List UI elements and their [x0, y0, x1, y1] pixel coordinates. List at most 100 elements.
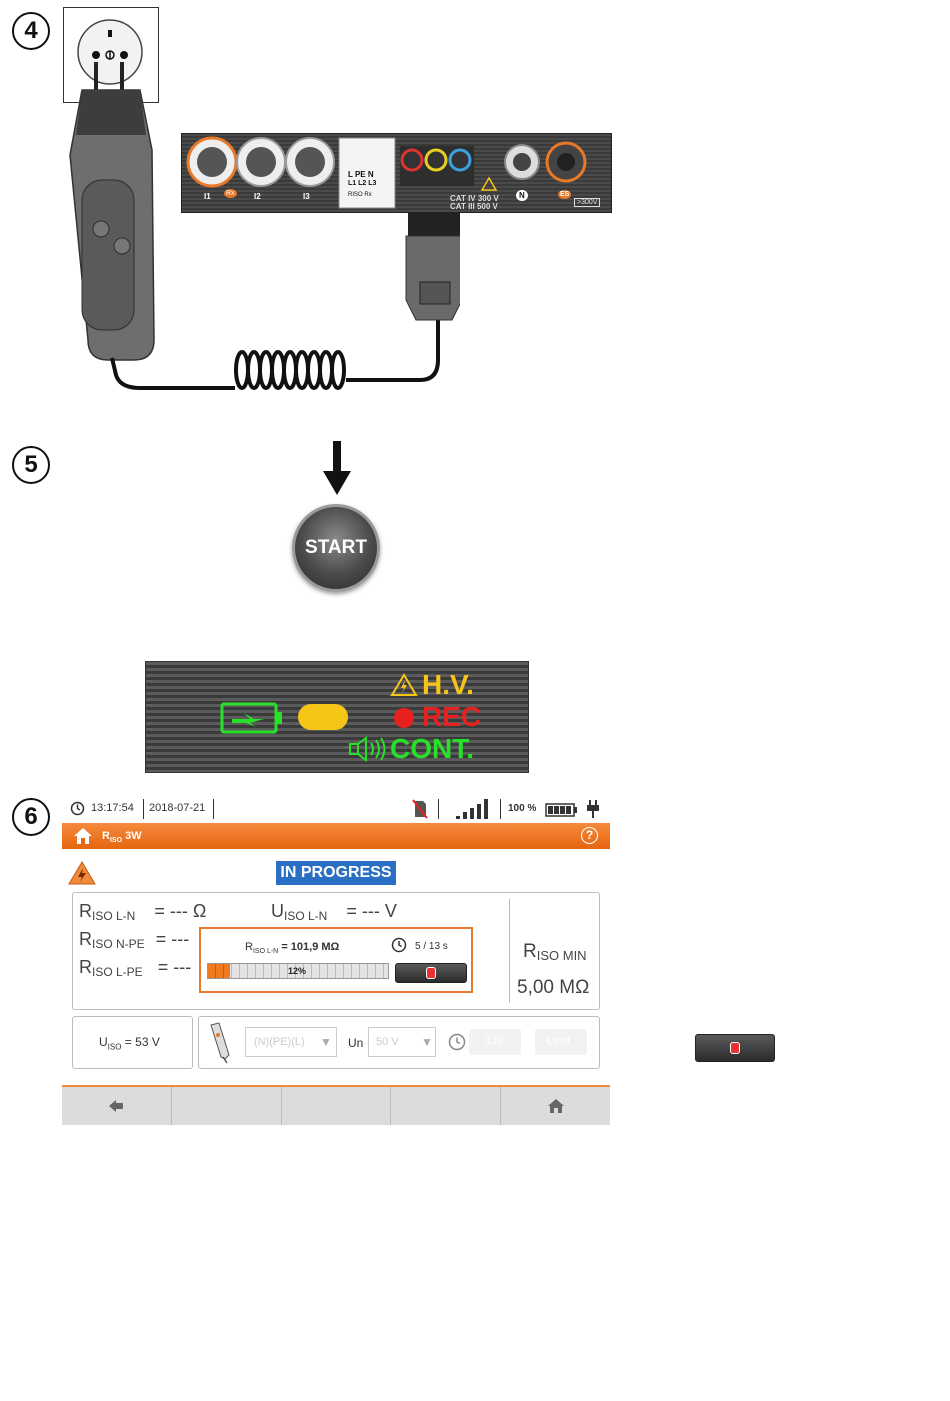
stop-hand-icon — [730, 1042, 740, 1054]
speaker-icon — [349, 736, 386, 762]
status-date: 2018-07-21 — [149, 802, 206, 814]
u-iso-ln-value: = --- V — [346, 901, 397, 921]
settings-box: (N)(PE)(L) ▼ Un 50 V ▼ 13s Limit — [198, 1016, 600, 1069]
hv-indicator-label: H.V. — [422, 669, 474, 700]
instrument-ports — [186, 136, 587, 209]
u-iso-ln-sub: ISO L-N — [284, 909, 328, 923]
conductor-select[interactable]: (N)(PE)(L) ▼ — [245, 1027, 337, 1057]
cat-rating-2: CAT III 500 V — [450, 202, 498, 211]
r-iso-lpe-value: = --- — [157, 957, 192, 977]
port-label-rx: Rx — [224, 189, 237, 198]
r-iso-ln-label: R — [79, 901, 92, 921]
r-iso-npe-label: R — [79, 929, 92, 949]
bottom-nav-bar — [62, 1085, 610, 1125]
rec-led — [394, 708, 414, 728]
r-iso-npe-readout: RISO N-PE = --- — [79, 929, 189, 951]
uiso-sub: ISO — [107, 1042, 122, 1052]
battery-charging-icon — [220, 702, 282, 734]
warning-triangle-icon — [390, 673, 418, 696]
indicator-panel: H.V. REC CONT. — [145, 661, 529, 773]
home-icon — [547, 1099, 564, 1113]
screen-title-main: R — [102, 830, 110, 842]
port-label-i3: I3 — [303, 192, 310, 201]
high-voltage-warning-icon — [68, 861, 96, 885]
uiso-value: = 53 V — [124, 1035, 160, 1049]
chevron-down-icon: ▼ — [320, 1035, 332, 1049]
battery-percent: 100 % — [508, 803, 537, 814]
r-iso-npe-value: = --- — [155, 929, 190, 949]
cont-indicator-label: CONT. — [390, 733, 474, 764]
r-iso-min-value: 5,00 MΩ — [517, 977, 590, 998]
legend-line1: L PE N — [348, 170, 374, 179]
popup-reading-sub: ISO L-N — [252, 948, 279, 956]
legend-line3: RISO Rx — [348, 192, 372, 198]
popup-reading-value: = 101,9 MΩ — [281, 941, 340, 953]
time-button[interactable]: 13s — [469, 1029, 521, 1055]
terminal-es-label: ES — [558, 190, 572, 199]
progress-popup: RISO L-N = 101,9 MΩ 5 / 13 s 12% — [199, 927, 473, 993]
plug-adapter-cable — [69, 62, 460, 390]
screen-title: RISO 3W — [102, 830, 142, 844]
r-iso-min-sub: ISO MIN — [536, 948, 587, 963]
time-button-label: 13s — [485, 1035, 503, 1047]
no-sd-card-icon — [412, 799, 428, 819]
uiso-box: UISO = 53 V — [72, 1016, 193, 1069]
r-iso-min-letter: R — [523, 941, 537, 962]
home-icon[interactable] — [73, 827, 93, 845]
rec-indicator-label: REC — [422, 701, 482, 732]
status-time: 13:17:54 — [91, 802, 134, 814]
terminal-n-label: N — [516, 190, 528, 201]
r-iso-ln-sub: ISO L-N — [92, 909, 136, 923]
nav-button-4[interactable] — [391, 1087, 502, 1125]
status-divider — [500, 799, 501, 819]
un-select-value: 50 V — [376, 1036, 399, 1048]
step-number-6: 6 — [12, 798, 50, 836]
title-bar: RISO 3W ? — [62, 823, 610, 849]
progress-percent: 12% — [288, 966, 307, 976]
limit-button-label: Limit — [547, 1035, 571, 1047]
instrument-panel: I1 Rx I2 I3 L PE N L1 L2 L3 RISO Rx CAT … — [181, 133, 612, 213]
meter-screen: 13:17:54 2018-07-21 100 % — [62, 795, 610, 1125]
help-icon[interactable]: ? — [581, 827, 598, 844]
hv-badge: >300V — [574, 198, 601, 207]
r-iso-lpe-readout: RISO L-PE = --- — [79, 957, 191, 979]
start-button[interactable]: START — [292, 504, 380, 592]
r-iso-ln-readout: RISO L-N = --- Ω — [79, 901, 206, 923]
panel-divider — [509, 899, 510, 1003]
uiso-readout: UISO = 53 V — [99, 1035, 160, 1051]
step-number-5: 5 — [12, 446, 50, 484]
nav-button-3[interactable] — [282, 1087, 392, 1125]
status-divider — [213, 799, 214, 819]
u-iso-ln-readout: UISO L-N = --- V — [271, 901, 397, 923]
un-select[interactable]: 50 V ▼ — [368, 1027, 436, 1057]
r-iso-ln-value: = --- Ω — [154, 901, 207, 921]
timer-clock-icon — [391, 937, 407, 953]
status-divider — [438, 799, 439, 819]
back-arrow-icon — [109, 1100, 124, 1112]
r-iso-npe-sub: ISO N-PE — [92, 937, 145, 951]
popup-timer: 5 / 13 s — [415, 941, 448, 952]
status-divider — [143, 799, 144, 819]
legend-line2: L1 L2 L3 — [348, 180, 377, 187]
r-iso-lpe-label: R — [79, 957, 92, 977]
probe-adapter-icon — [210, 1022, 230, 1064]
clock-icon — [70, 801, 85, 816]
screen-title-sub: ISO — [109, 837, 123, 845]
stop-button[interactable] — [395, 963, 467, 983]
conductor-select-value: (N)(PE)(L) — [254, 1036, 305, 1048]
stop-button-illustration — [695, 1034, 775, 1062]
status-badge: IN PROGRESS — [276, 861, 396, 885]
step-number-4: 4 — [12, 12, 50, 50]
popup-reading: RISO L-N = 101,9 MΩ — [245, 941, 339, 955]
port-label-i2: I2 — [254, 192, 261, 201]
status-led-yellow — [298, 704, 348, 730]
nav-button-2[interactable] — [172, 1087, 282, 1125]
screen-title-rest: 3W — [122, 830, 142, 842]
home-button[interactable] — [501, 1087, 610, 1125]
un-label: Un — [348, 1036, 364, 1050]
signal-strength-icon — [456, 799, 488, 819]
limit-button[interactable]: Limit — [535, 1029, 587, 1055]
stop-hand-icon — [426, 967, 436, 979]
r-iso-lpe-sub: ISO L-PE — [92, 965, 143, 979]
back-button[interactable] — [62, 1087, 172, 1125]
